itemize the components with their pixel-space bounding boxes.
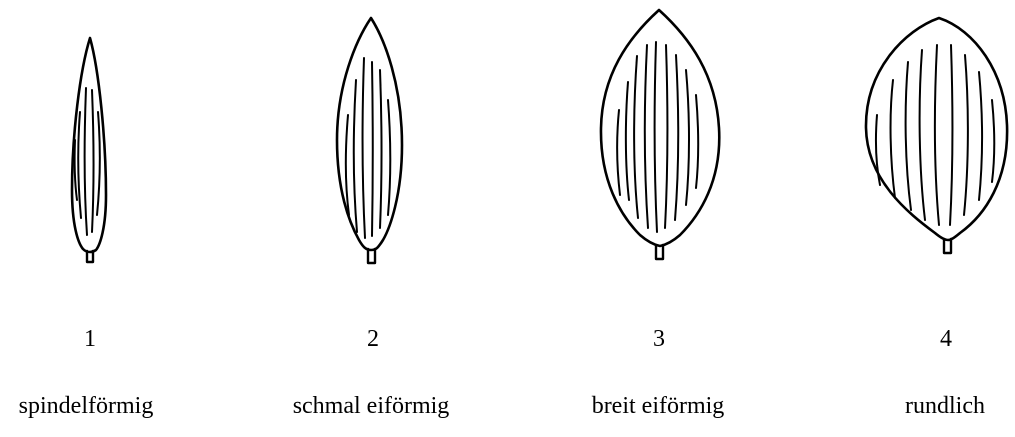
shape-number-1: 1	[84, 326, 96, 352]
shape-number-3: 3	[653, 326, 665, 352]
shape-label-2: schmal eiförmig	[292, 393, 450, 419]
shape-number-4: 4	[940, 326, 952, 352]
roundish-shape	[864, 16, 1009, 255]
shape-label-3: breit eiförmig	[591, 393, 725, 419]
shape-number-2: 2	[367, 326, 379, 352]
shape-label-4: rundlich	[905, 393, 985, 419]
broad-ovate-shape	[599, 8, 721, 261]
shape-label-1: spindelförmig	[18, 393, 154, 419]
narrow-ovate-shape	[335, 16, 404, 265]
spindle-shape	[70, 36, 108, 264]
